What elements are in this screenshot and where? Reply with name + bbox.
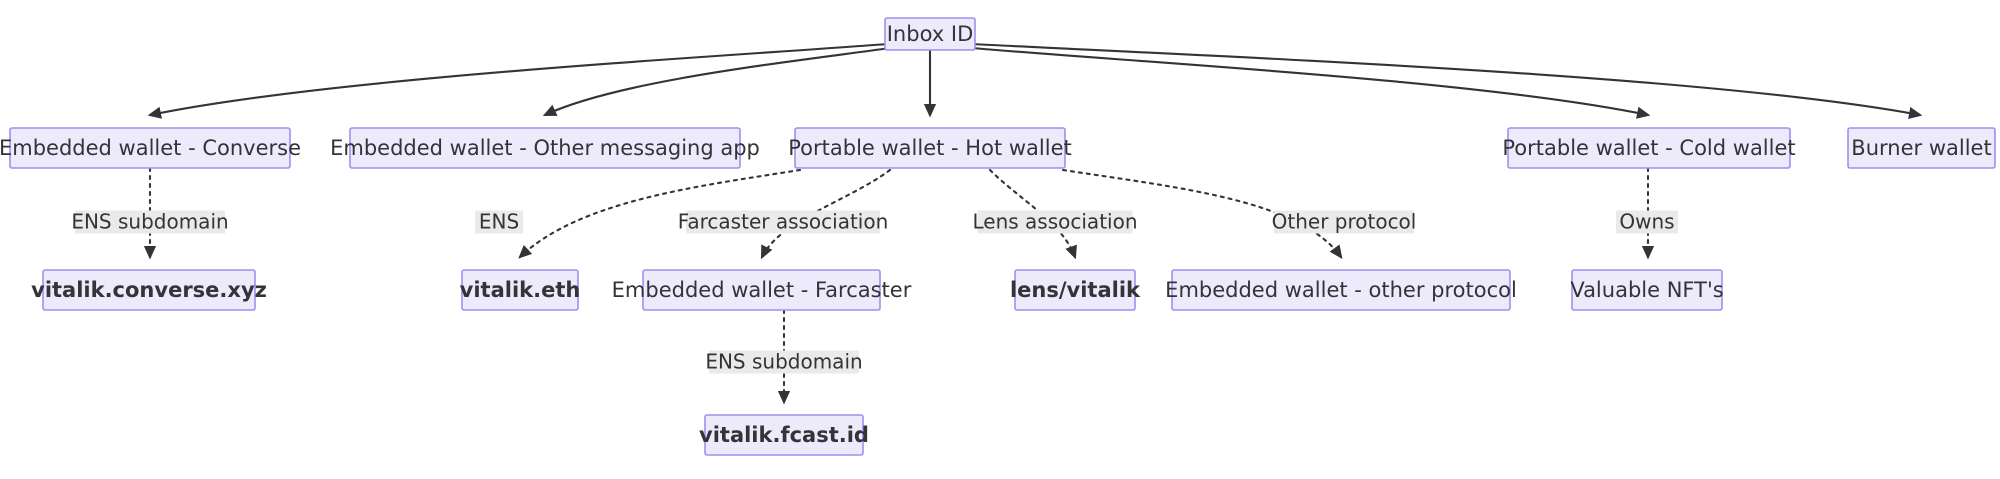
edge-label-text: ENS subdomain: [705, 350, 862, 374]
node-box-fcast_id[interactable]: [704, 414, 864, 456]
node-burner[interactable]: Burner wallet: [1847, 127, 1996, 169]
node-box-converse[interactable]: [9, 127, 291, 169]
edge-label-background: [1616, 210, 1678, 234]
node-converse[interactable]: Embedded wallet - Converse: [0, 127, 301, 169]
edge-label: ENS subdomain: [705, 350, 863, 374]
node-label-converse: Embedded wallet - Converse: [0, 136, 301, 160]
node-box-inbox[interactable]: [884, 17, 976, 51]
node-inbox[interactable]: Inbox ID: [884, 17, 976, 51]
edge-label-background: [1274, 210, 1414, 234]
node-box-nfts[interactable]: [1571, 269, 1723, 311]
edge-hotwallet-to-vitalik_eth: [518, 168, 802, 259]
node-label-converse_xyz: vitalik.converse.xyz: [31, 278, 267, 302]
node-fcast_id[interactable]: vitalik.fcast.id: [699, 414, 869, 456]
edge-inbox-to-othermsg: [542, 46, 891, 117]
node-label-coldwallet: Portable wallet - Cold wallet: [1502, 136, 1795, 160]
edge-label: Farcaster association: [678, 210, 889, 234]
edge-label-text: ENS: [479, 210, 519, 234]
node-vitalik_eth[interactable]: vitalik.eth: [460, 269, 581, 311]
node-box-other_protocol[interactable]: [1171, 269, 1511, 311]
node-box-farcaster_wallet[interactable]: [642, 269, 881, 311]
edge-label-text: Farcaster association: [678, 210, 889, 234]
node-box-lens_vitalik[interactable]: [1014, 269, 1136, 311]
node-other_protocol[interactable]: Embedded wallet - other protocol: [1165, 269, 1517, 311]
node-label-nfts: Valuable NFT's: [1570, 278, 1723, 302]
node-hotwallet[interactable]: Portable wallet - Hot wallet: [788, 127, 1072, 169]
node-label-inbox: Inbox ID: [887, 22, 974, 46]
edge-label: ENS: [475, 210, 523, 234]
node-nfts[interactable]: Valuable NFT's: [1570, 269, 1724, 311]
edge-label-text: Lens association: [973, 210, 1138, 234]
edge-label-background: [75, 210, 225, 234]
node-coldwallet[interactable]: Portable wallet - Cold wallet: [1502, 127, 1796, 169]
edge-inbox-to-burner: [971, 42, 1923, 120]
node-label-lens_vitalik: lens/vitalik: [1010, 278, 1141, 302]
node-label-vitalik_eth: vitalik.eth: [460, 278, 581, 302]
edge-label-text: Other protocol: [1272, 210, 1417, 234]
node-label-othermsg: Embedded wallet - Other messaging app: [330, 136, 760, 160]
edge-label-background: [977, 210, 1133, 234]
edge-label: Owns: [1616, 210, 1678, 234]
edge-label-text: ENS subdomain: [71, 210, 228, 234]
node-box-coldwallet[interactable]: [1507, 127, 1791, 169]
node-othermsg[interactable]: Embedded wallet - Other messaging app: [330, 127, 760, 169]
node-box-converse_xyz[interactable]: [42, 269, 256, 311]
edge-labels-layer: ENS subdomain ENS Farcaster association Len…: [71, 210, 1678, 374]
edge-label-background: [686, 210, 880, 234]
node-label-fcast_id: vitalik.fcast.id: [699, 423, 869, 447]
node-label-burner: Burner wallet: [1851, 136, 1991, 160]
edge-inbox-to-coldwallet: [971, 46, 1651, 119]
node-label-other_protocol: Embedded wallet - other protocol: [1165, 278, 1517, 302]
node-box-hotwallet[interactable]: [794, 127, 1066, 169]
edge-label-text: Owns: [1619, 210, 1674, 234]
edge-label-background: [709, 350, 859, 374]
edges-layer: [143, 42, 1923, 405]
edge-inbox-to-converse: [147, 42, 889, 119]
edge-label: ENS subdomain: [71, 210, 229, 234]
node-label-hotwallet: Portable wallet - Hot wallet: [788, 136, 1071, 160]
node-box-vitalik_eth[interactable]: [461, 269, 579, 311]
edge-hotwallet-to-other_protocol: [1061, 168, 1343, 259]
node-farcaster_wallet[interactable]: Embedded wallet - Farcaster: [612, 269, 912, 311]
edge-label: Other protocol: [1272, 210, 1417, 234]
edge-label-background: [475, 210, 523, 234]
node-box-burner[interactable]: [1847, 127, 1996, 169]
node-lens_vitalik[interactable]: lens/vitalik: [1010, 269, 1141, 311]
node-box-othermsg[interactable]: [349, 127, 741, 169]
edge-label: Lens association: [973, 210, 1138, 234]
node-converse_xyz[interactable]: vitalik.converse.xyz: [31, 269, 267, 311]
node-label-farcaster_wallet: Embedded wallet - Farcaster: [612, 278, 912, 302]
